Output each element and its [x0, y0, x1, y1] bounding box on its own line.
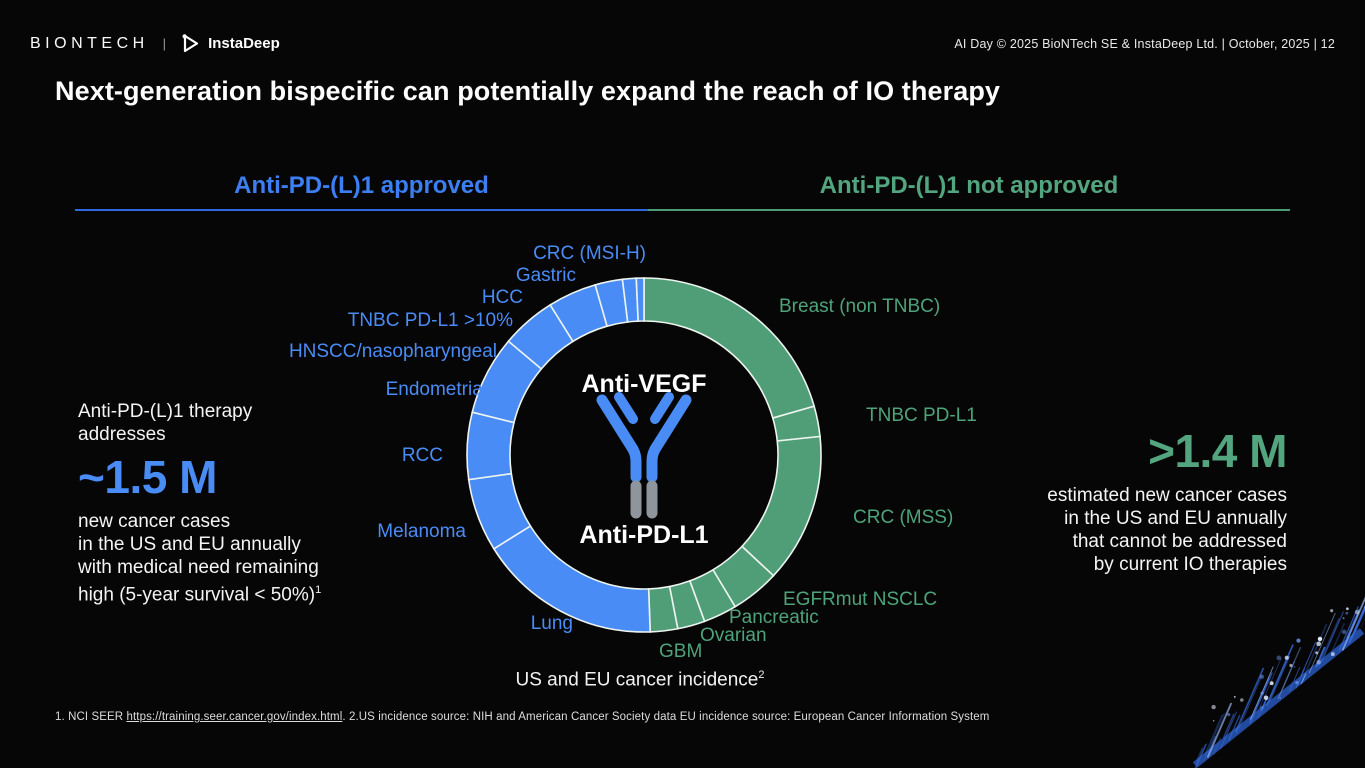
slide-meta: AI Day © 2025 BioNTech SE & InstaDeep Lt… — [954, 37, 1335, 51]
right-stat-value: >1.4 M — [1148, 425, 1287, 477]
segment-label: TNBC PD-L1 — [866, 405, 977, 426]
section-header-approved: Anti-PD-(L)1 approved — [234, 172, 489, 199]
biontech-logo: BIONTECH — [30, 34, 149, 52]
segment-label: Breast (non TNBC) — [779, 296, 941, 317]
section-header-not-approved: Anti-PD-(L)1 not approved — [819, 172, 1119, 199]
segment-label: TNBC PD-L1 >10% — [347, 310, 513, 331]
segment-label: CRC (MSI-H) — [533, 243, 646, 264]
footnote-ref-1: 1 — [315, 584, 322, 596]
left-stat-last-line: high (5-year survival < 50%)1 — [78, 584, 322, 606]
segment-label: RCC — [401, 445, 443, 466]
segment-label: Ovarian — [700, 625, 767, 646]
chart-caption: US and EU cancer incidence2 — [515, 669, 765, 691]
divider-approved — [75, 209, 648, 211]
logo-divider: | — [162, 36, 167, 51]
left-stat-desc: new cancer cases in the US and EU annual… — [78, 511, 319, 578]
footnote: 1. NCI SEER https://training.seer.cancer… — [55, 711, 990, 723]
corner-network-decoration — [1192, 596, 1365, 768]
instadeep-logo-text: InstaDeep — [208, 35, 280, 52]
segment-label: CRC (MSS) — [853, 507, 954, 528]
segment-label: Lung — [530, 613, 573, 634]
instadeep-logo: InstaDeep — [180, 33, 280, 54]
right-stat-desc: estimated new cancer cases in the US and… — [1047, 485, 1287, 575]
divider-not-approved — [648, 209, 1290, 211]
segment-label: Gastric — [515, 265, 576, 286]
segment-label: Melanoma — [377, 521, 466, 542]
left-stat-intro: Anti-PD-(L)1 therapy addresses — [78, 401, 253, 445]
footnote-ref-2: 2 — [758, 669, 765, 681]
donut-chart — [466, 277, 822, 633]
segment-label: HNSCC/nasopharyngeal — [288, 341, 497, 362]
segment-label: GBM — [659, 641, 703, 662]
segment-label: HCC — [481, 287, 523, 308]
left-stat-block: Anti-PD-(L)1 therapy addresses ~1.5 M ne… — [78, 400, 378, 606]
instadeep-play-icon — [182, 34, 199, 53]
footnote-link[interactable]: https://training.seer.cancer.gov/index.h… — [126, 711, 343, 723]
right-stat-block: >1.4 M estimated new cancer cases in the… — [957, 420, 1287, 576]
header-logos: BIONTECH | InstaDeep — [30, 33, 280, 54]
page-title: Next-generation bispecific can potential… — [55, 76, 1001, 106]
donut-segment — [466, 411, 515, 481]
segment-label: Pancreatic — [729, 607, 819, 628]
left-stat-value: ~1.5 M — [78, 451, 217, 503]
donut-segment — [635, 277, 645, 322]
segment-label: EGFRmut NSCLC — [783, 589, 938, 610]
segment-label: Endometrial — [385, 379, 487, 400]
donut-segment — [740, 435, 822, 577]
